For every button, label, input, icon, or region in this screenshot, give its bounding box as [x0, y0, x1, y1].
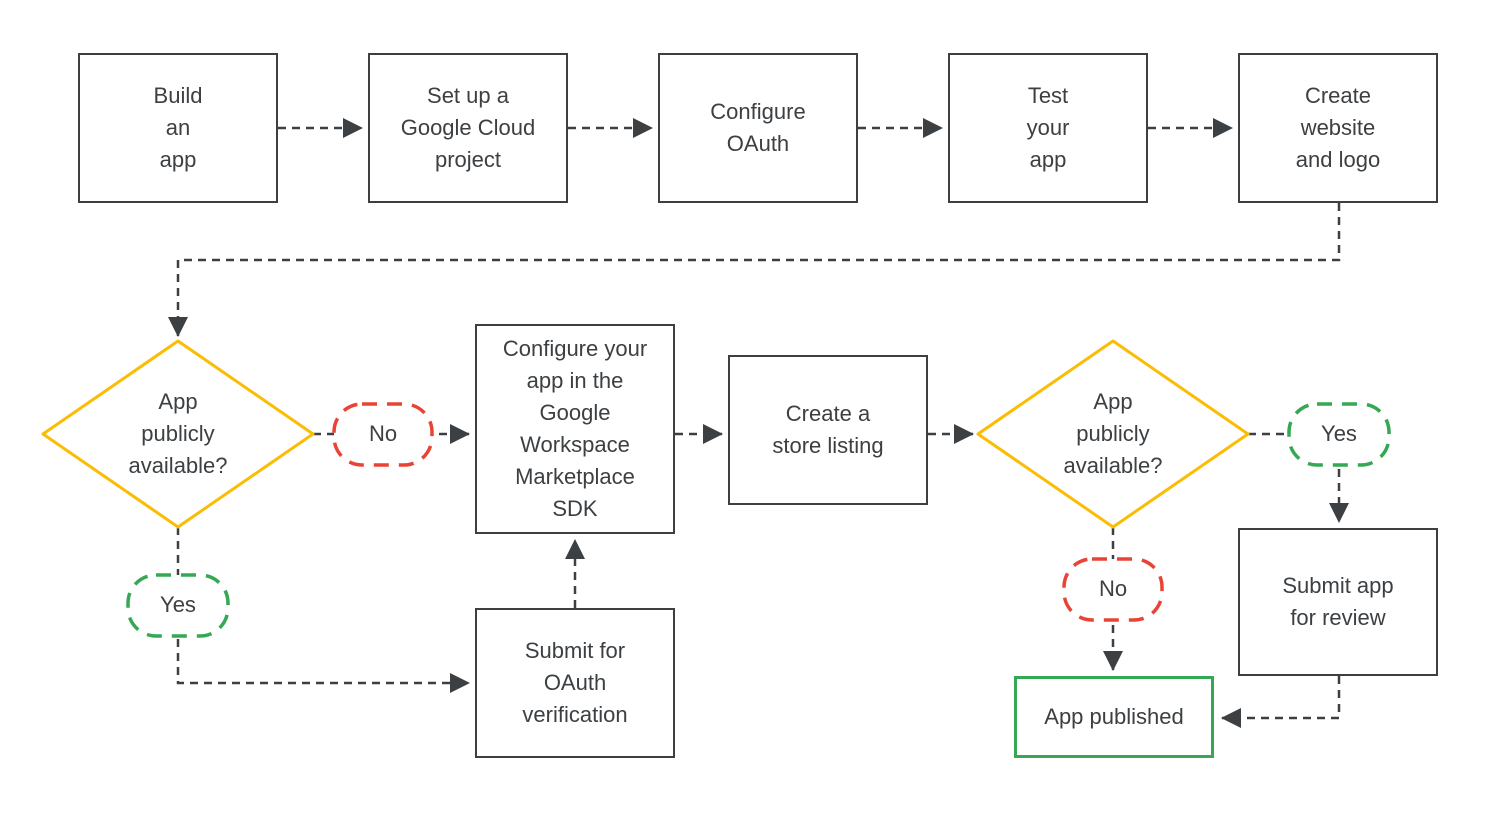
yes-pill-1-shape [126, 573, 230, 638]
node-store-listing: Create a store listing [728, 355, 928, 505]
node-marketplace-sdk: Configure your app in the Google Workspa… [475, 324, 675, 534]
node-oauth-verification: Submit for OAuth verification [475, 608, 675, 758]
connector-review-to-published [1221, 676, 1341, 728]
decision1-diamond-shape [41, 339, 315, 529]
connector-decision1-yes-to-verification [176, 527, 470, 693]
node-create-website: Create website and logo [1238, 53, 1438, 203]
no-pill-2-shape [1062, 557, 1164, 622]
node-test-app: Test your app [948, 53, 1148, 203]
node-build-app: Build an app [78, 53, 278, 203]
node-configure-oauth: Configure OAuth [658, 53, 858, 203]
yes-pill-2-shape [1287, 402, 1391, 467]
no-pill-1-shape [332, 402, 434, 467]
node-cloud-project: Set up a Google Cloud project [368, 53, 568, 203]
node-submit-review: Submit app for review [1238, 528, 1438, 676]
connector-website-to-decision1 [168, 203, 1341, 337]
decision2-diamond-shape [976, 339, 1250, 529]
node-app-published: App published [1014, 676, 1214, 758]
